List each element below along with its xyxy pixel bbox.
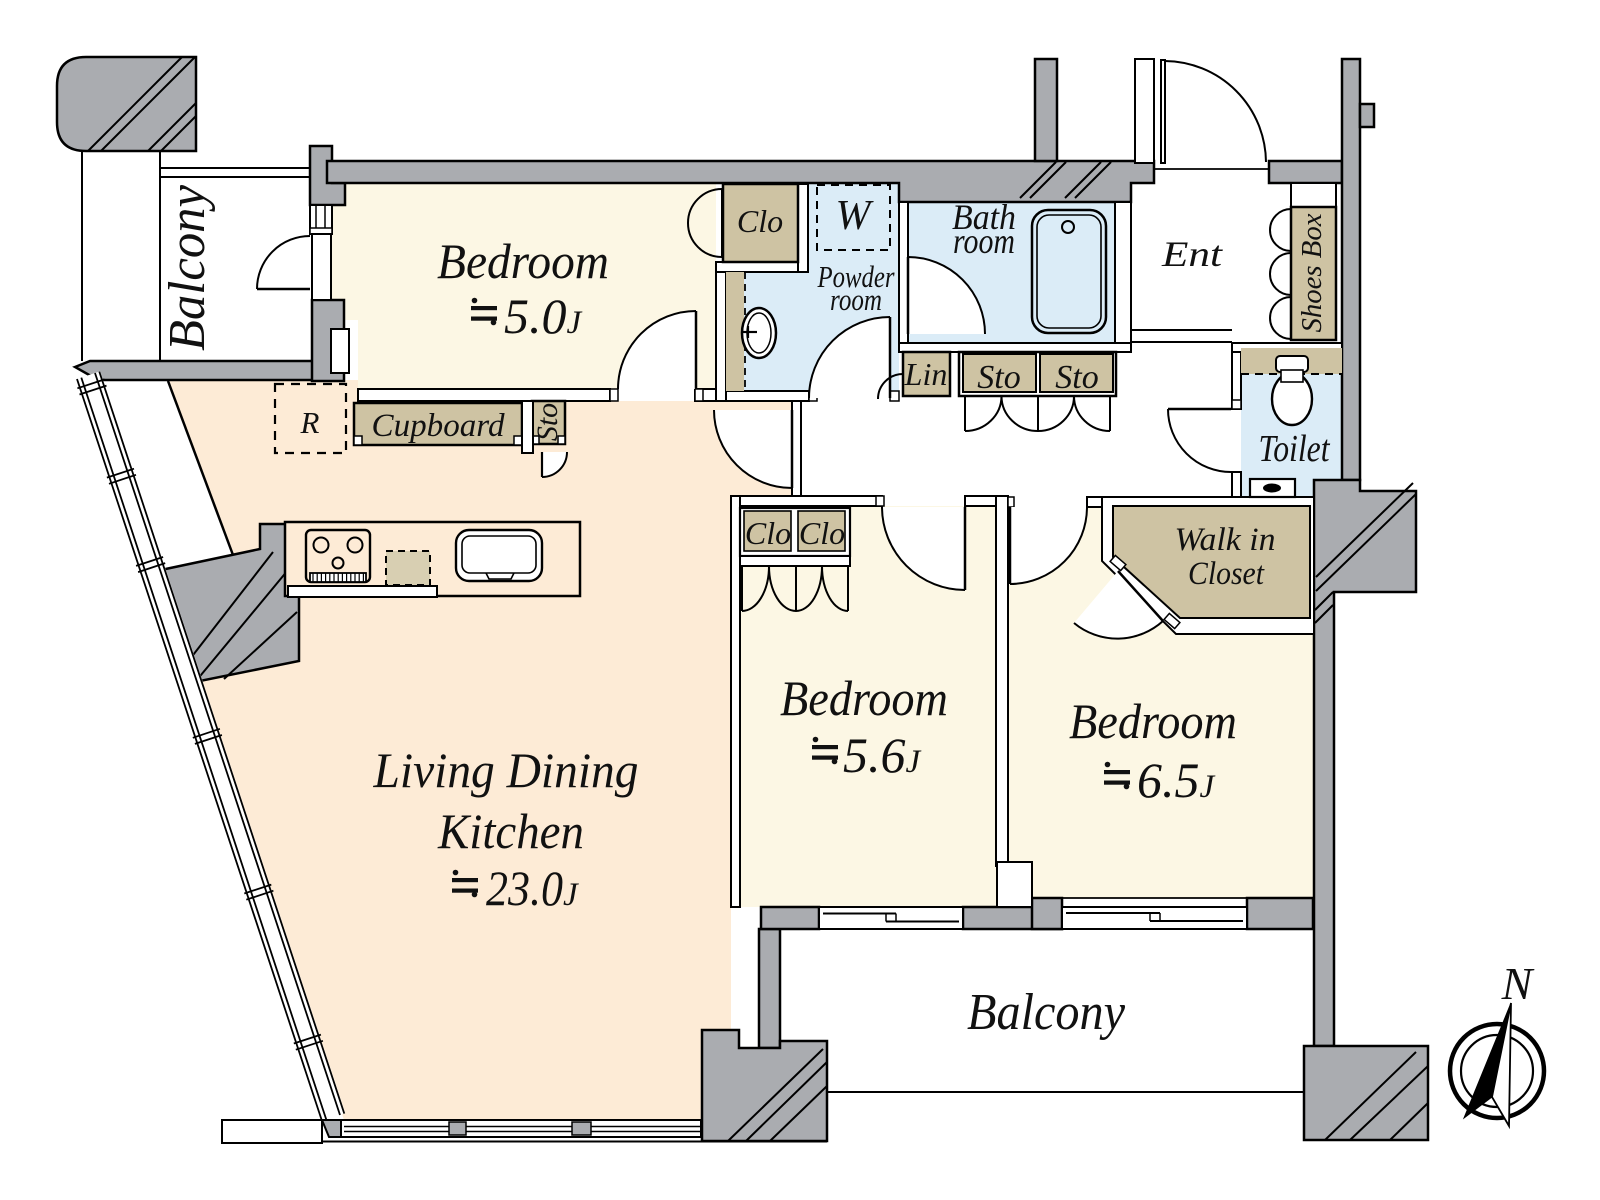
svg-text:Kitchen: Kitchen (437, 803, 584, 859)
svg-text:Ent: Ent (1161, 234, 1223, 274)
svg-text:Living Dining: Living Dining (373, 742, 639, 798)
svg-text:Bedroom: Bedroom (1069, 693, 1237, 749)
svg-text:Cupboard: Cupboard (372, 408, 505, 444)
svg-text:Bath: Bath (952, 197, 1016, 237)
svg-text:Bedroom: Bedroom (437, 233, 609, 289)
svg-text:room: room (953, 221, 1015, 261)
svg-text:23.0J: 23.0J (486, 860, 579, 916)
svg-text:Bedroom: Bedroom (780, 670, 948, 726)
svg-text:Clo: Clo (737, 203, 783, 239)
svg-text:Balcony: Balcony (967, 984, 1126, 1041)
svg-text:Clo: Clo (799, 515, 845, 551)
svg-text:Toilet: Toilet (1259, 428, 1331, 470)
svg-text:Balcony: Balcony (159, 184, 216, 351)
svg-text:Walk in: Walk in (1175, 522, 1276, 558)
svg-text:Sto: Sto (977, 359, 1020, 396)
svg-text:Powder: Powder (817, 259, 896, 294)
svg-text:W: W (836, 193, 875, 239)
svg-text:room: room (830, 282, 882, 317)
svg-text:Sto: Sto (1055, 359, 1098, 396)
svg-text:Clo: Clo (745, 515, 791, 551)
svg-text:Closet: Closet (1188, 556, 1265, 592)
svg-text:Sto: Sto (531, 403, 564, 441)
svg-text:Lin: Lin (904, 356, 948, 392)
svg-text:Shoes Box: Shoes Box (1297, 213, 1328, 333)
svg-text:R: R (300, 405, 320, 440)
svg-text:N: N (1501, 958, 1535, 1009)
